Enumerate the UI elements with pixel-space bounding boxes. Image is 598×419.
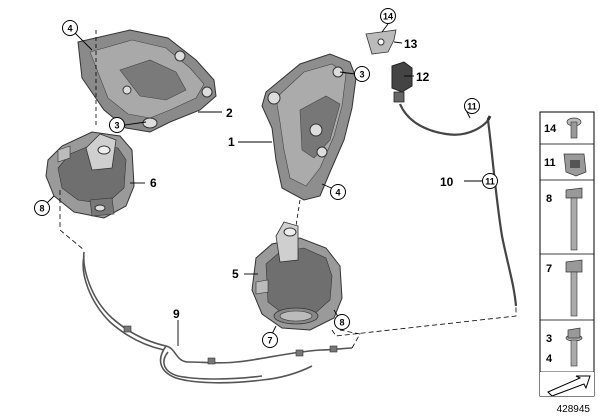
callout-13: 13	[404, 37, 418, 51]
circled-callout-7: 7	[262, 332, 278, 348]
arrow-symbol-icon	[540, 372, 594, 397]
circled-callout-14: 14	[380, 8, 396, 24]
circled-callout-11-top: 11	[464, 98, 480, 114]
callout-9: 9	[173, 307, 180, 321]
svg-text:8: 8	[546, 193, 552, 205]
svg-text:4: 4	[67, 24, 72, 34]
engine-mount-right	[251, 221, 343, 331]
circled-callout-11-hose: 11	[482, 173, 498, 189]
image-number: 428945	[557, 404, 591, 415]
engine-support-bracket-centre	[261, 53, 357, 227]
circled-callout-4-centre: 4	[330, 184, 346, 200]
callout-5: 5	[232, 267, 239, 281]
callout-10: 10	[440, 175, 454, 189]
svg-text:3: 3	[546, 333, 552, 345]
vacuum-pipe	[82, 251, 353, 384]
svg-text:7: 7	[546, 263, 552, 275]
svg-text:11: 11	[485, 177, 495, 187]
circled-callout-4-top: 4	[62, 20, 78, 36]
valve-holder-bracket	[365, 29, 397, 55]
panel-item-7: 7	[546, 259, 583, 317]
panel-item-11: 11	[544, 153, 587, 177]
svg-text:14: 14	[544, 123, 557, 135]
panel-item-3-4: 3 4	[546, 327, 583, 367]
panel-item-14: 14	[544, 117, 582, 139]
callout-1: 1	[228, 135, 235, 149]
svg-text:3: 3	[359, 70, 364, 80]
svg-text:11: 11	[544, 157, 556, 169]
panel-item-8: 8	[546, 187, 583, 251]
hose-end-fitting	[486, 115, 492, 121]
circled-callout-8-centre: 8	[334, 314, 350, 330]
circled-callouts: 4 3 8 3 4 7 8 14	[34, 8, 498, 348]
svg-text:14: 14	[383, 12, 393, 22]
circled-callout-3-left: 3	[109, 117, 125, 133]
callout-6: 6	[150, 176, 157, 190]
assembly-guide-lines	[59, 190, 517, 349]
callout-labels: 2 1 6 5 9 10 12 13	[150, 37, 454, 321]
svg-text:4: 4	[335, 188, 340, 198]
engine-mount-bracket-left	[77, 29, 217, 133]
svg-text:8: 8	[39, 204, 44, 214]
circled-callout-3-centre: 3	[354, 66, 370, 82]
svg-text:4: 4	[546, 353, 553, 365]
svg-text:7: 7	[267, 336, 272, 346]
pipe-clips	[123, 325, 338, 365]
fastener-parts-panel: 14 11 8 7 3 4	[539, 111, 595, 397]
circled-callout-8-left: 8	[34, 200, 50, 216]
engine-mount-left	[45, 131, 135, 219]
svg-text:3: 3	[114, 121, 119, 131]
svg-text:8: 8	[339, 318, 344, 328]
vacuum-hose	[398, 103, 518, 307]
callout-12: 12	[416, 70, 430, 84]
callout-2: 2	[226, 106, 233, 120]
svg-text:11: 11	[467, 102, 477, 112]
solenoid-valve	[391, 61, 413, 103]
